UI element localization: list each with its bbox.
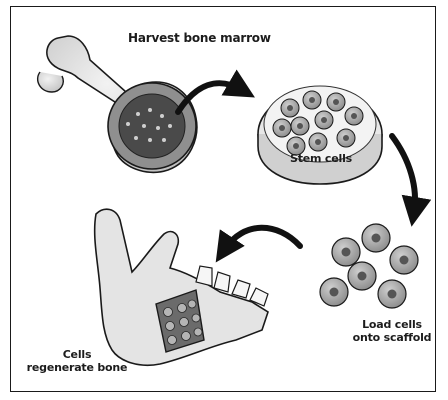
label-load-cells-line1: Load cells [352,318,432,331]
label-load-cells: Load cells onto scaffold [352,318,432,344]
arrow-dish-to-cells [392,136,415,212]
label-cells-regenerate: Cells regenerate bone [22,348,132,374]
petri-dish-illustration [258,86,382,184]
arrow-cells-to-jaw [224,228,300,250]
label-load-cells-line2: onto scaffold [352,331,432,344]
label-cells-regenerate-line2: regenerate bone [22,361,132,374]
label-stem-cells: Stem cells [290,152,352,165]
label-cells-regenerate-line1: Cells [22,348,132,361]
label-harvest-bone-marrow: Harvest bone marrow [128,32,271,45]
femur-bone-illustration [38,36,197,172]
